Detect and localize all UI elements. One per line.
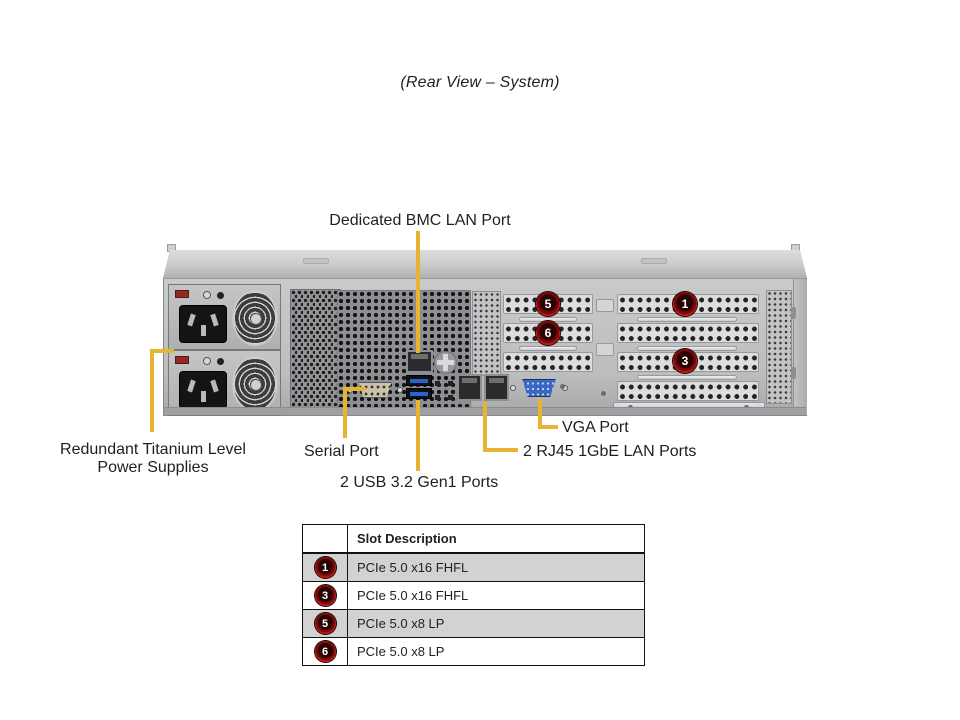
power-inlet xyxy=(179,305,227,343)
slot-pill xyxy=(519,346,577,351)
label-usb-ports: 2 USB 3.2 Gen1 Ports xyxy=(340,474,499,491)
table-slot-cell: 1 xyxy=(303,554,348,581)
lid-latch xyxy=(303,258,329,264)
chassis-rear-face xyxy=(163,278,807,416)
psu-latch xyxy=(175,290,189,298)
screw xyxy=(560,384,565,389)
lan-port-2 xyxy=(484,374,509,401)
label-lan-ports: 2 RJ45 1GbE LAN Ports xyxy=(523,443,697,460)
callout-line-usb xyxy=(416,400,420,471)
hinge-tab xyxy=(596,343,614,356)
slot-badge-3: 3 xyxy=(673,349,697,373)
slot-badge-6: 6 xyxy=(314,641,336,662)
label-vga-port: VGA Port xyxy=(562,419,629,436)
cap-tab xyxy=(791,307,796,319)
slot-badge-5: 5 xyxy=(314,613,336,634)
psu-led xyxy=(217,292,224,299)
table-header-description-cell: Slot Description xyxy=(357,531,457,546)
screw xyxy=(601,391,606,396)
serial-connector xyxy=(358,382,392,398)
table-slot-cell: 5 xyxy=(303,610,348,637)
callout-line-lan-v xyxy=(483,402,487,452)
label-bmc-lan-port: Dedicated BMC LAN Port xyxy=(329,212,511,229)
table-slot-cell: 3 xyxy=(303,582,348,609)
usb-port-1 xyxy=(406,375,432,386)
psu-button xyxy=(203,291,211,299)
psu-fan-grille xyxy=(232,290,278,346)
callout-line-serial-v xyxy=(343,387,347,438)
lan-port-1 xyxy=(457,374,482,401)
riser-vent-strip xyxy=(472,291,501,376)
right-vent-strip xyxy=(766,290,792,404)
hinge-tab xyxy=(596,299,614,312)
label-power-supplies: Redundant Titanium Level Power Supplies xyxy=(40,441,266,477)
psu-fan-grille xyxy=(232,356,278,412)
table-slot-cell: 6 xyxy=(303,638,348,665)
slot-badge-1: 1 xyxy=(673,292,697,316)
table-description-cell: PCIe 5.0 x16 FHFL xyxy=(357,588,469,603)
vga-port xyxy=(510,377,568,399)
lid-latch xyxy=(641,258,667,264)
power-supply-unit xyxy=(168,284,281,350)
slot-badge-1: 1 xyxy=(314,557,336,578)
rear-io-panel xyxy=(337,290,471,408)
table-row: 1 PCIe 5.0 x16 FHFL xyxy=(303,553,644,581)
power-inlet xyxy=(179,371,227,409)
table-description-cell: PCIe 5.0 x8 LP xyxy=(357,616,445,631)
chassis-lid xyxy=(163,250,807,278)
psu-led xyxy=(217,358,224,365)
callout-line-bmc xyxy=(416,231,420,353)
slot-pill xyxy=(637,317,737,322)
psu-button xyxy=(203,357,211,365)
chassis-end-cap xyxy=(791,279,807,415)
table-description-cell: PCIe 5.0 x16 FHFL xyxy=(357,560,469,575)
vga-screw xyxy=(510,385,516,391)
cap-tab xyxy=(791,367,796,379)
label-power-supplies-line2: Power Supplies xyxy=(97,459,209,476)
psu-latch xyxy=(175,356,189,364)
table-row: 5 PCIe 5.0 x8 LP xyxy=(303,609,644,637)
serial-port xyxy=(346,379,404,401)
pcie-slot-bracket-blank xyxy=(503,352,593,372)
slot-badge-5: 5 xyxy=(536,292,560,316)
table-header-row: Slot Description xyxy=(303,525,644,553)
round-vent xyxy=(434,351,457,374)
power-supply-unit xyxy=(168,350,281,416)
callout-line-vga-h xyxy=(538,425,558,429)
callout-line-serial-h xyxy=(343,387,366,391)
label-serial-port: Serial Port xyxy=(304,443,379,460)
vent-holes xyxy=(435,392,453,402)
table-row: 3 PCIe 5.0 x16 FHFL xyxy=(303,581,644,609)
vent-mesh xyxy=(290,289,341,409)
vga-connector xyxy=(522,379,556,397)
table-header-slot-cell xyxy=(303,525,348,552)
table-description-cell: PCIe 5.0 x8 LP xyxy=(357,644,445,659)
callout-line-psu-v xyxy=(150,349,154,432)
slot-badge-3: 3 xyxy=(314,585,336,606)
callout-line-lan-h xyxy=(483,448,518,452)
slot-badge-6: 6 xyxy=(536,321,560,345)
figure-title: (Rear View – System) xyxy=(400,74,560,91)
slot-description-table: Slot Description 1 PCIe 5.0 x16 FHFL 3 P… xyxy=(302,524,645,666)
callout-line-psu-h xyxy=(150,349,174,353)
table-row: 6 PCIe 5.0 x8 LP xyxy=(303,637,644,665)
bmc-lan-port xyxy=(406,350,433,373)
usb-port-2 xyxy=(406,388,432,399)
callout-line-vga-v xyxy=(538,399,542,429)
pcie-slot-bracket-blank xyxy=(617,323,759,343)
pcie-slot-bracket-blank xyxy=(617,381,759,401)
vent-holes xyxy=(435,378,453,388)
serial-screw xyxy=(397,387,403,393)
slot-pill xyxy=(637,375,737,380)
label-power-supplies-line1: Redundant Titanium Level xyxy=(60,441,246,458)
